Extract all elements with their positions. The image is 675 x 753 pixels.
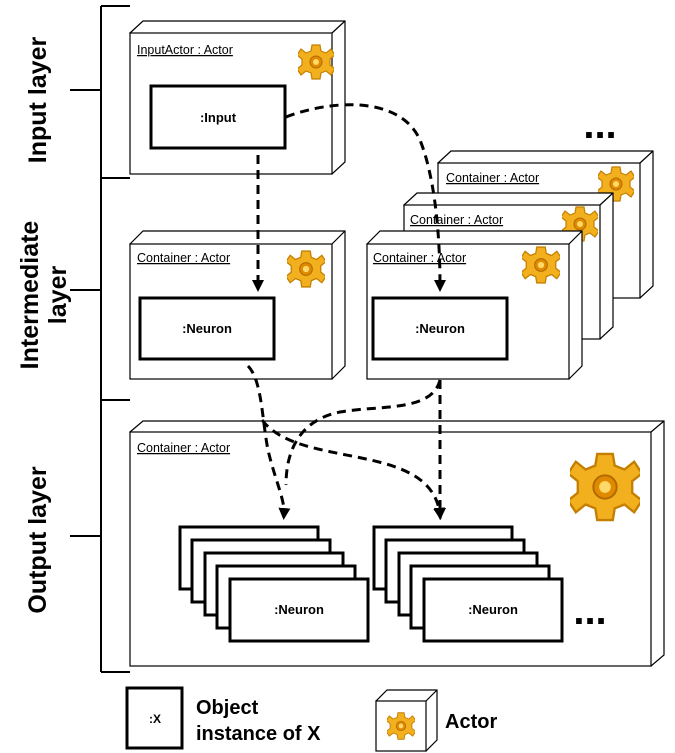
- legend-object-symbol: [125, 686, 184, 750]
- input-actor-node: InputActor : Actor :Input: [129, 20, 346, 175]
- neuron-object: [138, 296, 276, 361]
- container-label: Container : Actor: [446, 171, 539, 185]
- dashed-arrow: [260, 419, 446, 520]
- dashed-arrow: [246, 364, 291, 520]
- legend-object-symbol-label: :X: [149, 712, 161, 726]
- layer-bracket: [70, 5, 130, 673]
- neuron-object-label: :Neuron: [182, 321, 232, 336]
- output-layer-label: Output layer: [24, 466, 52, 614]
- container-label: Container : Actor: [137, 251, 230, 265]
- container-node-left: Container : Actor :Neuron: [129, 230, 346, 380]
- legend: :X Object instance of X Actor: [125, 686, 497, 752]
- output-neuron-stack-left: :Neuron: [178, 525, 370, 643]
- container-label: Container : Actor: [373, 251, 466, 265]
- neuron-object-label: :Neuron: [274, 602, 324, 617]
- legend-actor-symbol: [375, 689, 438, 752]
- dashed-arrow: [284, 379, 442, 486]
- container-node-front: Container : Actor :Neuron: [366, 230, 583, 380]
- input-layer-label: Input layer: [24, 37, 52, 164]
- gear-icon: [522, 246, 560, 284]
- container-label: Container : Actor: [410, 213, 503, 227]
- neuron-object: [228, 577, 370, 643]
- gear-icon: [298, 44, 334, 80]
- neuron-object-label: :Neuron: [415, 321, 465, 336]
- neuron-object-label: :Neuron: [468, 602, 518, 617]
- input-actor-label: InputActor : Actor: [137, 43, 233, 57]
- legend-object-label-line1: Object: [196, 697, 259, 719]
- more-containers-ellipsis: ...: [583, 103, 616, 147]
- input-object-label: :Input: [200, 110, 237, 125]
- neuron-object: [371, 296, 509, 361]
- gear-icon: [570, 452, 640, 522]
- intermediate-layer-label: Intermediate layer: [16, 221, 72, 370]
- dashed-arrow: [285, 103, 446, 292]
- intermediate-layer-label-line2: layer: [44, 266, 72, 325]
- more-neurons-ellipsis: ...: [573, 589, 606, 633]
- connections: [246, 103, 446, 520]
- legend-actor-label: Actor: [445, 711, 497, 733]
- input-object: [149, 84, 287, 150]
- output-container-label: Container : Actor: [137, 441, 230, 455]
- gear-icon: [387, 712, 415, 740]
- output-neuron-stack-right: :Neuron: [372, 525, 564, 643]
- intermediate-layer-label-line1: Intermediate: [16, 221, 44, 370]
- legend-object-label-line2: instance of X: [196, 723, 321, 745]
- gear-icon: [287, 250, 325, 288]
- neuron-object: [422, 577, 564, 643]
